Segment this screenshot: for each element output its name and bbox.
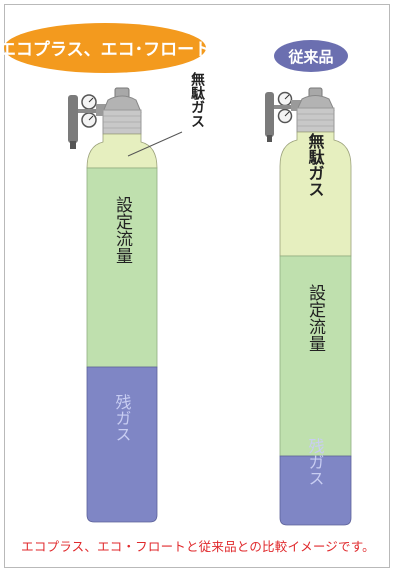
left-waste-gas-segment (86, 133, 158, 169)
right-waste-gas-label: 無駄ガス (306, 132, 325, 197)
left-set-flow-segment (86, 167, 158, 368)
right-set-flow-label: 設定流量 (305, 284, 326, 352)
right-regulator-icon (265, 91, 304, 142)
left-cylinder (86, 87, 158, 523)
right-set-flow-segment (279, 255, 352, 457)
left-badge-label: エコプラス、エコ･フロート (0, 39, 211, 60)
left-set-flow-label: 設定流量 (112, 196, 133, 264)
right-badge (274, 40, 348, 72)
left-residual-gas-label: 残ガス (113, 394, 132, 442)
right-residual-gas-label: 残ガス (306, 438, 325, 486)
left-badge (4, 23, 206, 73)
left-waste-gas-pointer (127, 131, 183, 157)
comparison-caption: エコプラス、エコ・フロートと従来品との比較イメージです。 (21, 539, 375, 554)
right-residual-gas-segment (279, 455, 352, 526)
left-waste-gas-label: 無駄ガス (189, 71, 205, 128)
right-badge-label: 従来品 (287, 48, 333, 66)
left-residual-gas-segment (86, 366, 158, 523)
right-cylinder (279, 87, 352, 526)
